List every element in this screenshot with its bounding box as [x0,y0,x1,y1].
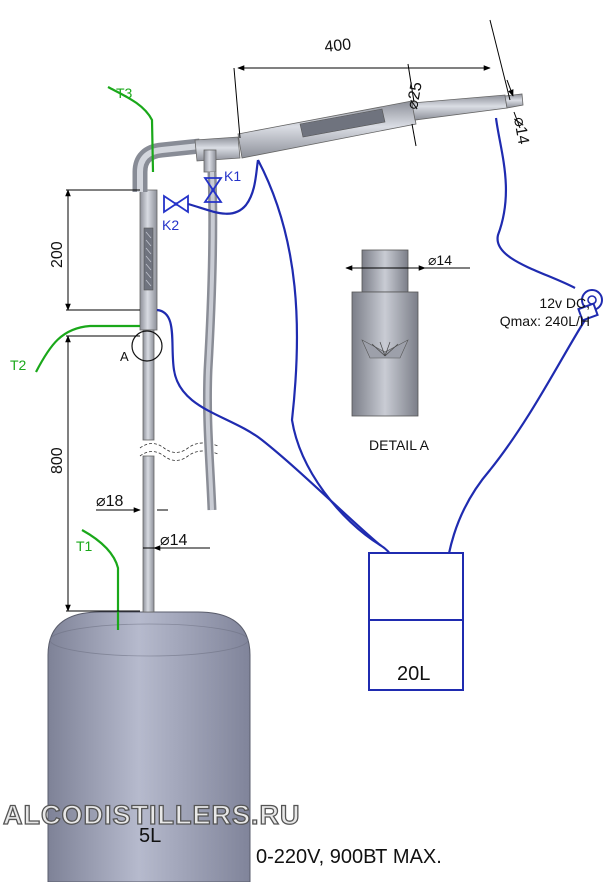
detail-a-marker [131,330,163,362]
pump-spec-line1: 12v DC, [539,295,590,311]
dim-outlet-diameter: ⌀14 [510,116,532,146]
dim-condenser-length: 400 [324,36,352,56]
dim-column-upper: 200 [49,241,66,268]
power-rating: 0-220V, 900ВТ MAX. [256,846,442,868]
valve-k1[interactable] [203,177,223,203]
pump-spec-line2: Qmax: 240L/H [499,313,590,329]
detail-a-drawing [351,249,419,417]
detail-title: DETAIL A [369,437,430,453]
condenser [194,93,524,162]
valve-k2-label: K2 [162,217,179,233]
sensor-t2-label: T2 [10,357,27,373]
dim-column-lower: 800 [49,447,66,474]
distillate-hose [202,149,218,511]
site-watermark: ALCODISTILLERS.RU [2,799,301,830]
dim-condenser-diameter: ⌀25 [404,81,426,111]
column [132,138,219,613]
dim-column-outer-diameter: ⌀18 [96,493,124,510]
detail-diameter-label: ⌀14 [428,252,452,268]
valve-k2[interactable] [163,194,189,214]
sensor-wires [35,86,155,630]
receiver-volume-label: 20L [397,663,430,685]
sensor-t3-label: T3 [116,85,133,101]
valve-k1-label: K1 [224,168,241,184]
pump-spec: 12v DC, Qmax: 240L/H [470,294,590,330]
detail-a-marker-label: A [120,349,129,364]
dim-column-inner-diameter: ⌀14 [160,532,188,549]
dimension-lines [65,19,521,612]
water-hoses [156,117,586,641]
boiler-volume-label: 5L [139,825,161,847]
boiler [47,611,251,882]
receiver-container [368,552,464,691]
pump-icon [577,289,603,322]
sensor-t1-label: T1 [76,538,93,554]
